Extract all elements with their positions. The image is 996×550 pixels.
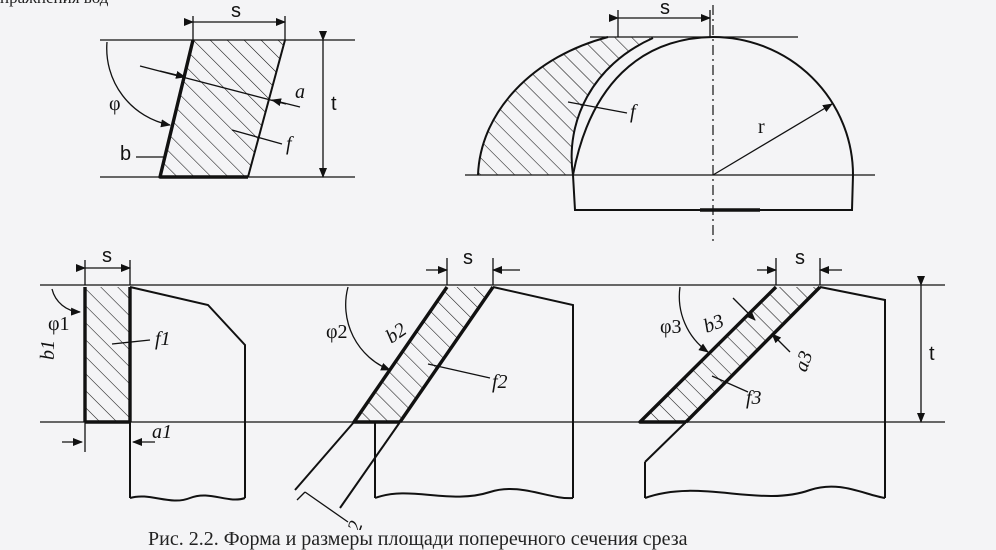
chip-area-f (160, 40, 285, 177)
label-phi1: φ1 (48, 313, 70, 335)
chip-area-f1 (85, 287, 130, 422)
chip-area-f2 (354, 287, 493, 422)
label-phi3: φ3 (660, 316, 682, 338)
top-left-diagram: s t a f φ b (100, 0, 355, 179)
label-phi2: φ2 (326, 321, 348, 343)
case-1-diagram: s φ1 b1 f1 a1 (37, 245, 246, 502)
label-a3: a3 (790, 348, 818, 374)
bottom-diagrams: t s φ1 b1 (37, 245, 945, 530)
top-right-diagram: r s f (465, 0, 875, 242)
case-2-diagram: s φ2 b2 f2 a2 (294, 247, 574, 530)
label-a2: a2 (340, 518, 368, 530)
chip-cross-section-figure: s t a f φ b (37, 0, 945, 530)
label-f: f (286, 133, 294, 155)
label-f-round: f (630, 101, 638, 123)
label-phi: φ (109, 93, 121, 115)
label-b3: b3 (701, 310, 727, 338)
label-s-2: s (463, 247, 473, 269)
label-b1: b1 (37, 340, 59, 360)
label-t: t (331, 93, 337, 115)
label-a1: a1 (152, 421, 172, 443)
label-s-round: s (660, 0, 670, 19)
label-s: s (231, 0, 241, 22)
label-t-bottom: t (929, 343, 935, 365)
figure-caption: Рис. 2.2. Форма и размеры площади попере… (148, 528, 688, 550)
label-f3: f3 (746, 387, 762, 409)
chip-area-f3 (640, 287, 820, 422)
label-r: r (758, 116, 765, 138)
label-f1: f1 (155, 328, 171, 350)
label-a: a (295, 81, 305, 103)
label-f2: f2 (492, 371, 508, 393)
label-b: b (120, 143, 131, 165)
page-header-fragment: пражнения вод (0, 0, 108, 8)
label-s-1: s (102, 245, 112, 267)
label-s-3: s (795, 247, 805, 269)
chip-area-f-round (478, 37, 653, 175)
